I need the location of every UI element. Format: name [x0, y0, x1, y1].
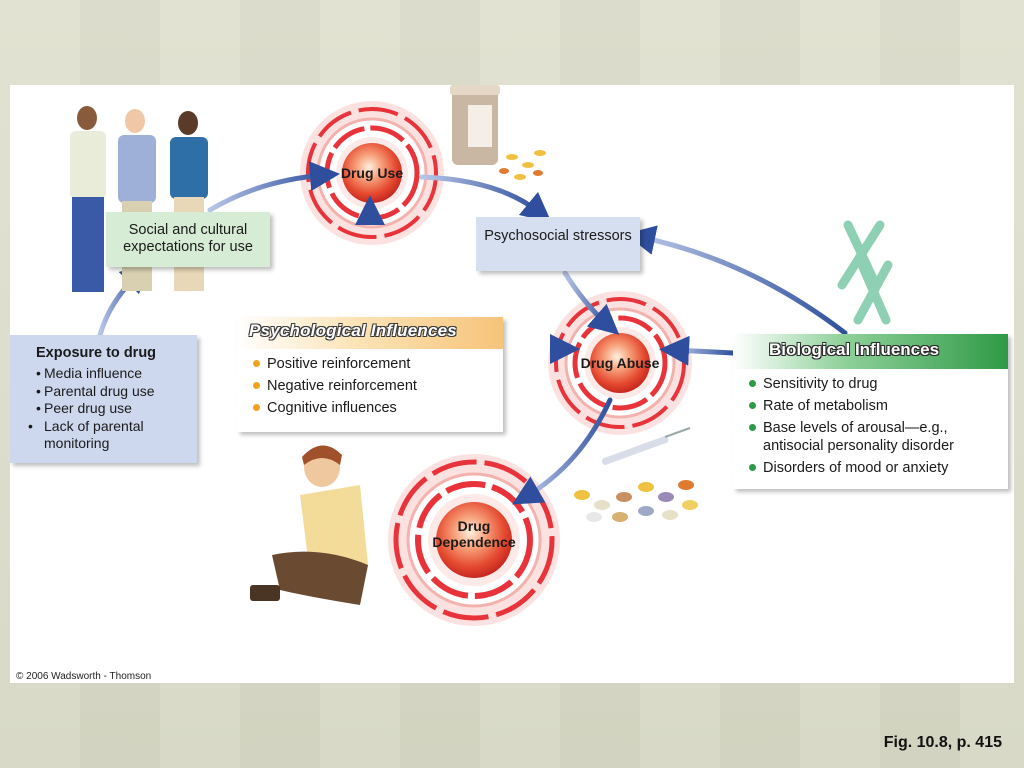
biological-item: Sensitivity to drug — [749, 375, 1008, 393]
arrow-abuse-to-dependence — [512, 397, 613, 505]
diagram-graphics — [70, 85, 893, 626]
drug-abuse-label: Drug Abuse — [580, 355, 660, 371]
psychological-item: Cognitive influences — [253, 399, 503, 417]
drug-use-rings — [300, 101, 444, 245]
exposure-item: •Parental drug use — [36, 382, 155, 399]
arrow-bio-to-abuse — [659, 335, 736, 366]
drug-abuse-rings — [548, 291, 692, 435]
arrow-druguse-to-stress — [419, 174, 552, 223]
chromosome-illustration — [837, 220, 893, 325]
arrow-stress-to-abuse — [562, 270, 620, 335]
biological-item: Rate of metabolism — [749, 397, 1008, 415]
exposure-item: •Lack of parental monitoring — [28, 417, 144, 452]
diagram-figure: Drug Use Drug Abuse Drug Dependence Soci… — [10, 85, 1014, 683]
psychological-title: Psychological Influences — [237, 317, 503, 349]
biological-item: Base levels of arousal—e.g., antisocial … — [749, 419, 1008, 455]
arrows — [97, 161, 848, 505]
arrow-social-to-druguse — [207, 161, 340, 213]
drug-use-label: Drug Use — [340, 165, 404, 181]
exposure-title: Exposure to drug — [36, 345, 157, 361]
syringe-pills-illustration — [574, 427, 698, 522]
biological-influences-box: Biological Influences Sensitivity to dru… — [733, 334, 1008, 489]
exposure-list: •Media influence •Parental drug use •Pee… — [28, 365, 197, 453]
person-injecting-illustration — [250, 445, 368, 605]
pill-bottle-illustration — [450, 85, 546, 180]
exposure-item: •Peer drug use — [36, 400, 132, 416]
drug-dependence-label: Drug Dependence — [432, 518, 516, 550]
psychological-list: Positive reinforcement Negative reinforc… — [237, 349, 503, 417]
psychological-item: Positive reinforcement — [253, 355, 503, 373]
psychosocial-stressors-box: Psychosocial stressors — [476, 217, 640, 271]
social-cultural-box: Social and cultural expectations for use — [106, 212, 270, 267]
exposure-item: •Media influence — [36, 365, 143, 381]
biological-item: Disorders of mood or anxiety — [749, 459, 1008, 477]
copyright-text: © 2006 Wadsworth - Thomson — [16, 671, 152, 682]
exposure-box: Exposure to drug •Media influence •Paren… — [10, 335, 197, 463]
arrow-bio-to-stress — [625, 225, 848, 336]
biological-title: Biological Influences — [733, 334, 1008, 369]
psychological-influences-box: Psychological Influences Positive reinfo… — [237, 317, 503, 432]
figure-caption: Fig. 10.8, p. 415 — [883, 734, 1002, 751]
biological-list: Sensitivity to drug Rate of metabolism B… — [733, 369, 1008, 477]
psychological-item: Negative reinforcement — [253, 377, 503, 395]
